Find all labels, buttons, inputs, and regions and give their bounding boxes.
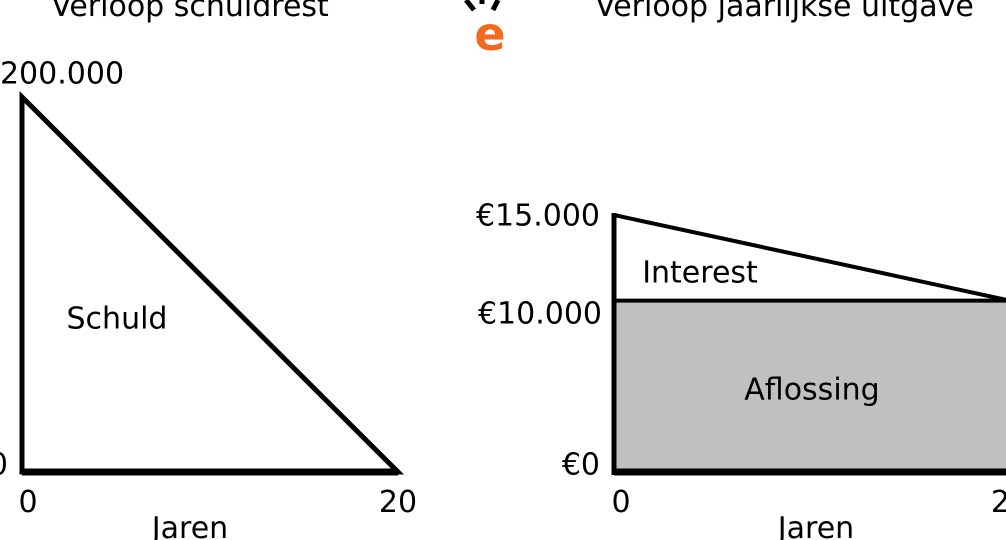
left-x-tick-0: 0 [18, 485, 37, 520]
right-chart [611, 213, 1006, 476]
right-y-tick-10000: €10.000 [478, 297, 602, 332]
interest-label: Interest [642, 256, 758, 291]
right-y-tick-0: €0 [562, 448, 600, 483]
right-x-label: Jaren [776, 511, 854, 540]
left-chart [19, 90, 405, 476]
schuld-area [19, 90, 405, 475]
schuld-label: Schuld [67, 302, 168, 337]
aflossing-label: Aflossing [744, 373, 879, 408]
logo-icon: e [464, 0, 506, 61]
interest-line [613, 213, 1006, 302]
left-y-tick-top: 200.000 [0, 57, 124, 92]
left-x-label: Jaren [150, 511, 228, 540]
left-chart-title: Verloop schuldrest [51, 0, 329, 24]
left-y-tick-zero: 0 [0, 448, 8, 483]
right-x-tick-0: 0 [611, 485, 630, 520]
aflossing-area [614, 300, 1006, 472]
right-x-tick-20: 20 [991, 485, 1006, 520]
left-x-tick-20: 20 [379, 485, 417, 520]
right-y-tick-15000: €15.000 [476, 199, 600, 234]
right-chart-title: Verloop jaarlijkse uitgave [595, 0, 974, 24]
logo-letter: e [474, 7, 505, 61]
